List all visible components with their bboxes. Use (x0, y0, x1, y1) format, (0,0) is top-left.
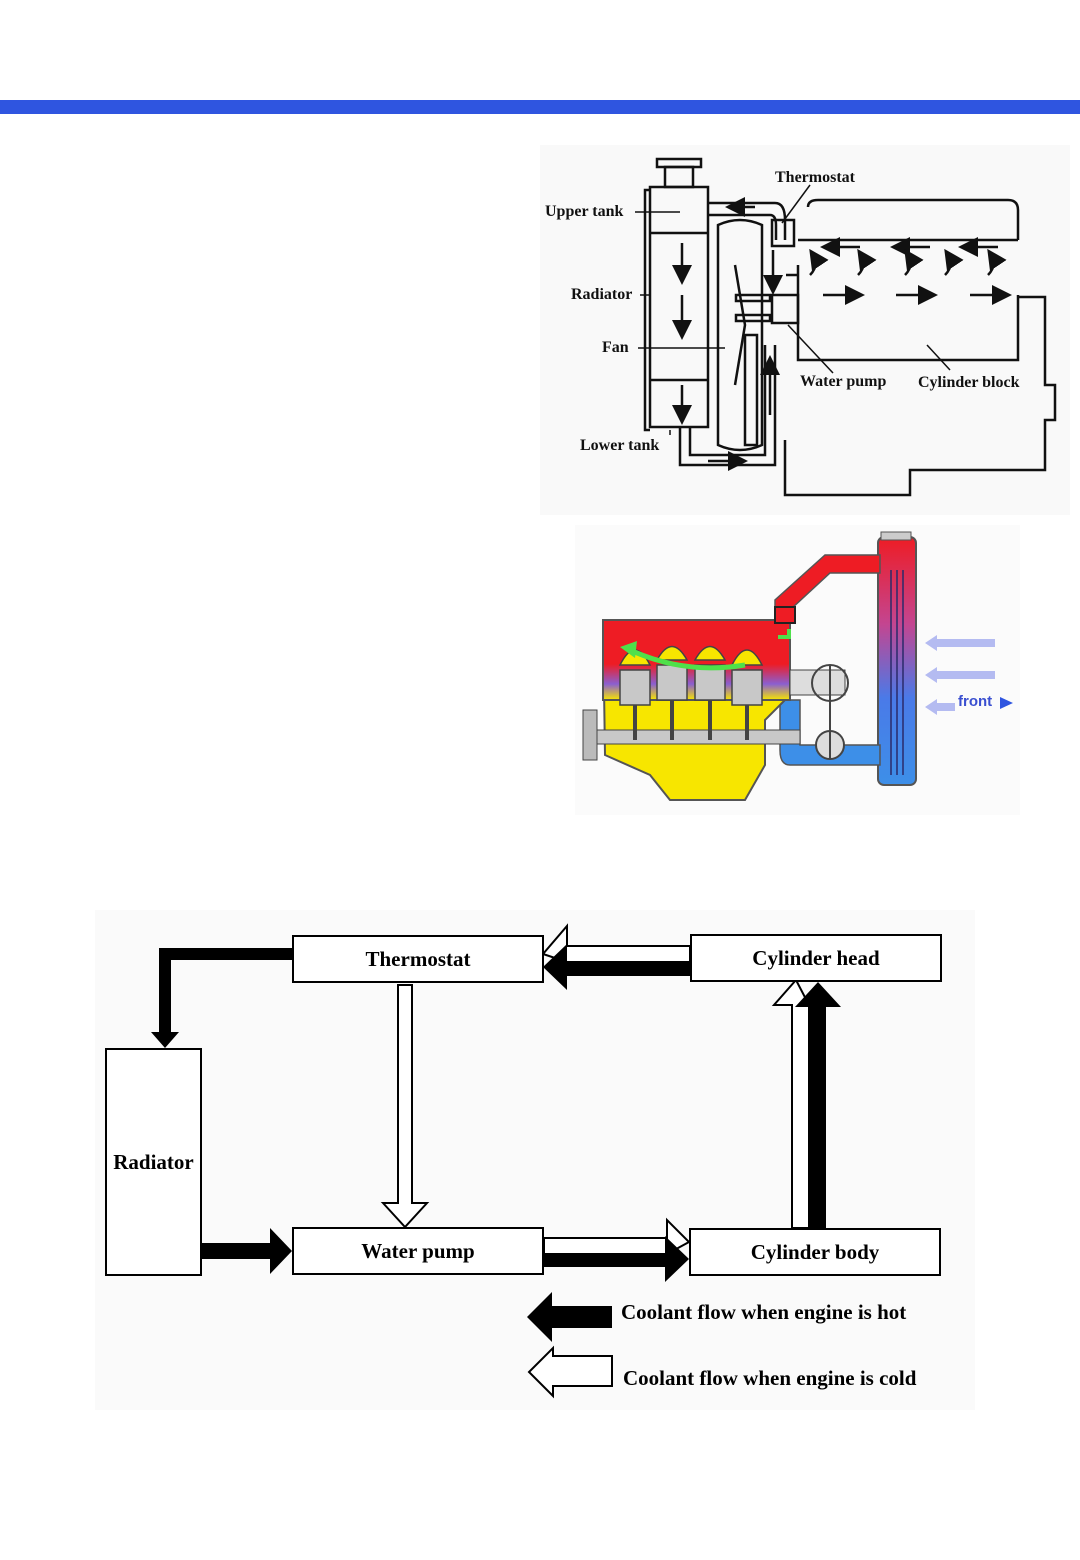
cooling-system-schematic: Thermostat Upper tank Radiator Fan Water… (540, 145, 1070, 515)
node-cylinder-body: Cylinder body (689, 1228, 941, 1276)
coolant-flowchart: Thermostat Cylinder head Radiator Water … (95, 910, 975, 1410)
engine-coolant-illustration: front (575, 525, 1020, 815)
label-lower-tank: Lower tank (580, 437, 659, 455)
node-thermostat: Thermostat (292, 935, 544, 983)
label-thermostat: Thermostat (775, 169, 855, 187)
flowchart-arrows (95, 910, 975, 1410)
legend-cold-label: Coolant flow when engine is cold (623, 1366, 916, 1391)
node-water-pump: Water pump (292, 1227, 544, 1275)
header-bar (0, 100, 1080, 114)
legend-hot-label: Coolant flow when engine is hot (621, 1300, 906, 1325)
label-radiator: Radiator (571, 286, 632, 304)
label-water-pump: Water pump (800, 373, 886, 391)
label-fan: Fan (602, 339, 629, 357)
node-cylinder-head: Cylinder head (690, 934, 942, 982)
label-upper-tank: Upper tank (545, 203, 623, 221)
front-label: front (958, 693, 992, 710)
engine-drawing (575, 525, 1020, 815)
label-cylinder-block: Cylinder block (918, 374, 1020, 392)
schematic-drawing (540, 145, 1070, 515)
node-radiator: Radiator (105, 1048, 202, 1276)
